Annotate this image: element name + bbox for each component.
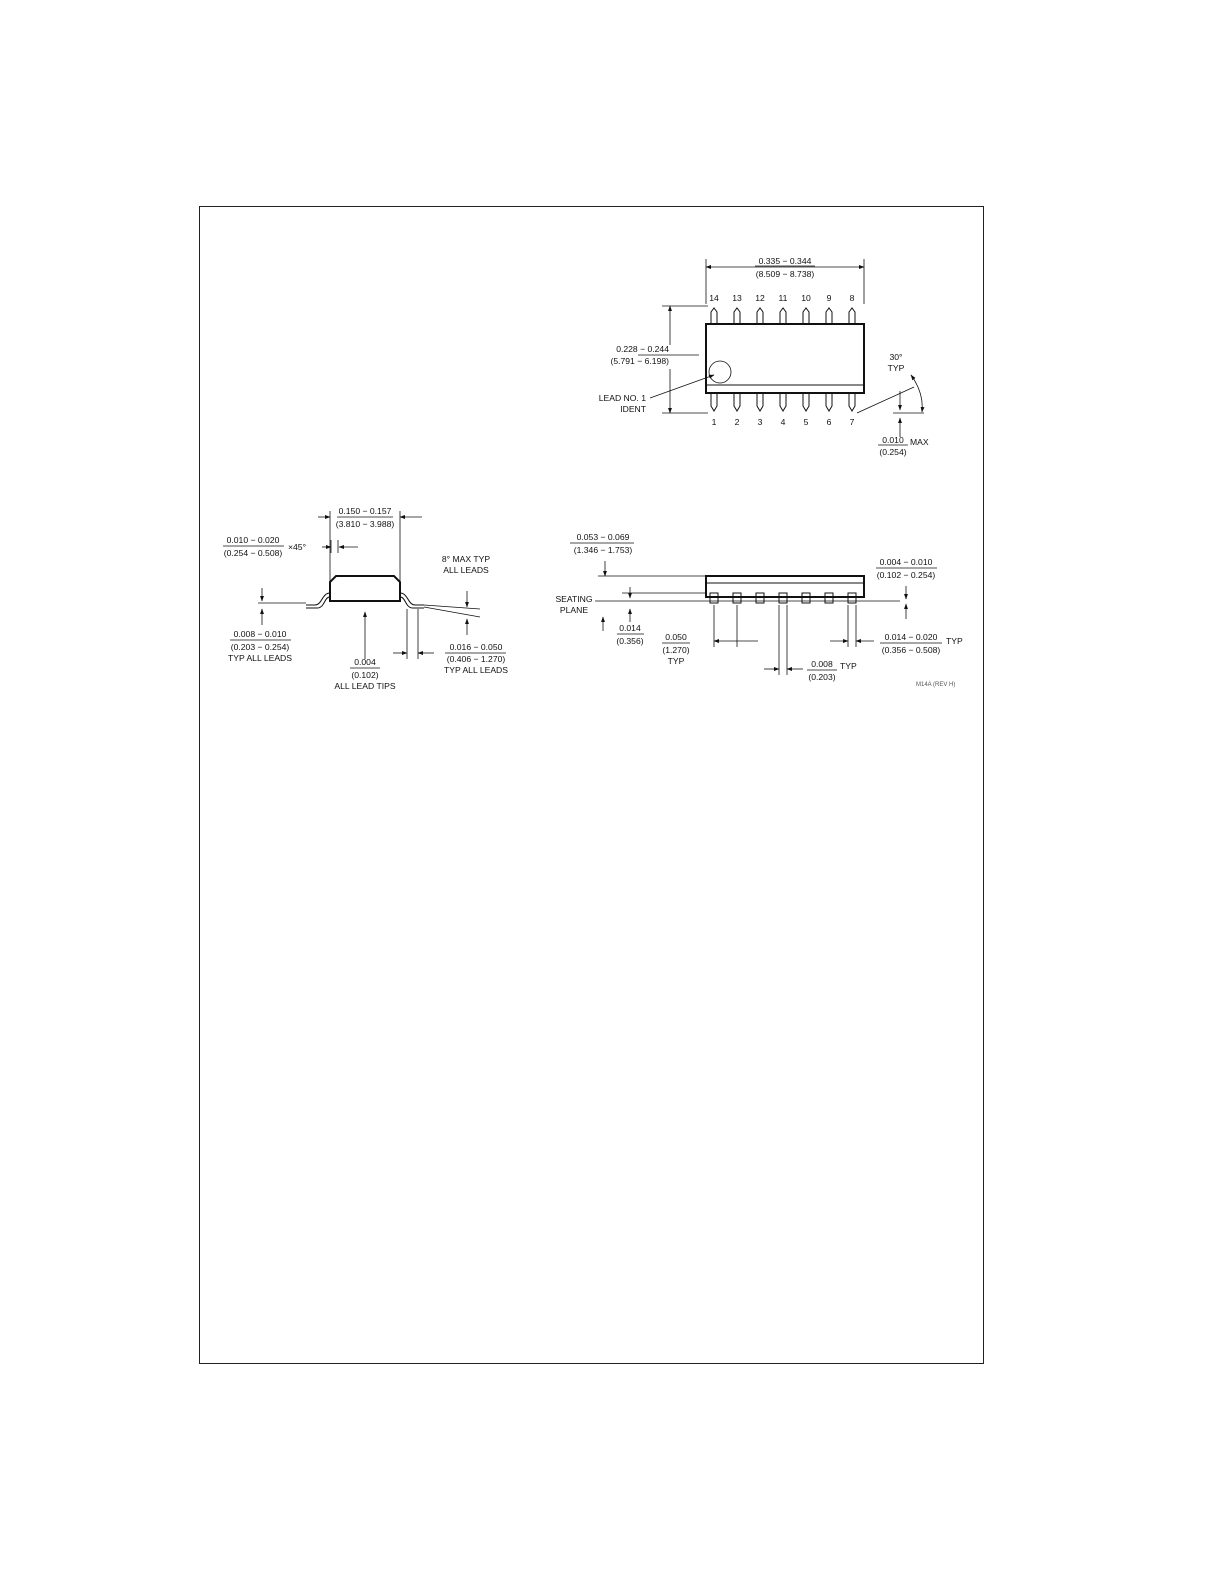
pin-label-11: 11 <box>779 293 788 303</box>
web-mm: (0.203) <box>808 672 835 682</box>
base-in: 0.014 <box>619 623 641 633</box>
drawing-frame: 0.335 − 0.344 (8.509 − 8.738) 14 13 12 1… <box>199 206 984 1364</box>
chamfer-mm: (0.254 − 0.508) <box>224 548 283 558</box>
lead-angle-line2: ALL LEADS <box>443 565 489 575</box>
coplanarity-mm: (0.102) <box>351 670 378 680</box>
lead-max-mm: (0.254) <box>879 447 906 457</box>
bottom-pin-row <box>710 393 856 412</box>
package-body-end <box>329 575 401 602</box>
drawing-id: M14A (REV H) <box>916 682 955 688</box>
end-view: 0.150 − 0.157 (3.810 − 3.988) 0.010 − 0.… <box>223 506 508 691</box>
package-body-side <box>705 575 865 598</box>
lead-ident-line2: IDENT <box>620 404 647 414</box>
side-lead-row <box>709 592 857 604</box>
coplanarity-note: ALL LEAD TIPS <box>334 681 395 691</box>
height-mm: (1.346 − 1.753) <box>574 545 633 555</box>
package-body-top <box>705 323 865 394</box>
side-view: 0.053 − 0.069 (1.346 − 1.753) SEATING PL… <box>555 532 963 688</box>
top-length-mm: (8.509 − 8.738) <box>756 269 815 279</box>
end-width-in: 0.150 − 0.157 <box>339 506 392 516</box>
coplanarity-in: 0.004 <box>354 657 376 667</box>
pin-label-6: 6 <box>827 417 832 427</box>
height-in: 0.053 − 0.069 <box>577 532 630 542</box>
foot-length-note: TYP ALL LEADS <box>444 665 508 675</box>
web-in: 0.008 <box>811 659 833 669</box>
pin1-ident-circle <box>708 360 732 384</box>
pin-label-13: 13 <box>732 293 742 303</box>
lead-thick-in: 0.008 − 0.010 <box>234 629 287 639</box>
base-mm: (0.356) <box>616 636 643 646</box>
lead-thick-mm: (0.203 − 0.254) <box>231 642 290 652</box>
standoff-in: 0.004 − 0.010 <box>880 557 933 567</box>
top-view: 0.335 − 0.344 (8.509 − 8.738) 14 13 12 1… <box>599 256 929 457</box>
lead-width-in: 0.014 − 0.020 <box>885 632 938 642</box>
lead-max-in: 0.010 <box>882 435 904 445</box>
pin-label-3: 3 <box>758 417 763 427</box>
pin-label-10: 10 <box>801 293 811 303</box>
pin-label-4: 4 <box>781 417 786 427</box>
pin-label-1: 1 <box>712 417 717 427</box>
pin-label-2: 2 <box>735 417 740 427</box>
lead-angle-value: 30° <box>890 352 903 362</box>
pin-label-7: 7 <box>850 417 855 427</box>
end-width-mm: (3.810 − 3.988) <box>336 519 395 529</box>
foot-length-mm: (0.406 − 1.270) <box>447 654 506 664</box>
lead-max-word: MAX <box>910 437 929 447</box>
lead-thick-note: TYP ALL LEADS <box>228 653 292 663</box>
lead-width-mm: (0.356 − 0.508) <box>882 645 941 655</box>
web-typ: TYP <box>840 661 857 671</box>
top-width-mm: (5.791 − 6.198) <box>610 356 669 366</box>
lead-angle-typ: TYP <box>888 363 905 373</box>
pitch-mm: (1.270) <box>662 645 689 655</box>
lead-ident-leader <box>649 374 715 399</box>
lead-width-typ: TYP <box>946 636 963 646</box>
standoff-mm: (0.102 − 0.254) <box>877 570 936 580</box>
seating-line2: PLANE <box>560 605 588 615</box>
seating-line1: SEATING <box>555 594 592 604</box>
package-outline-drawing: 0.335 − 0.344 (8.509 − 8.738) 14 13 12 1… <box>223 256 963 691</box>
pin-label-9: 9 <box>827 293 832 303</box>
left-lead <box>306 592 331 606</box>
foot-length-in: 0.016 − 0.050 <box>450 642 503 652</box>
top-length-in: 0.335 − 0.344 <box>759 256 812 266</box>
pitch-typ: TYP <box>668 656 685 666</box>
pin-label-8: 8 <box>850 293 855 303</box>
lead-angle-line1: 8° MAX TYP <box>442 554 490 564</box>
chamfer-in: 0.010 − 0.020 <box>227 535 280 545</box>
lead-ident-line1: LEAD NO. 1 <box>599 393 647 403</box>
pin-label-14: 14 <box>709 293 719 303</box>
top-pin-row <box>710 307 856 324</box>
right-lead <box>399 592 424 606</box>
pitch-in: 0.050 <box>665 632 687 642</box>
pin-label-5: 5 <box>804 417 809 427</box>
top-width-in: 0.228 − 0.244 <box>616 344 669 354</box>
chamfer-suffix: ×45° <box>288 542 306 552</box>
pin-label-12: 12 <box>755 293 765 303</box>
